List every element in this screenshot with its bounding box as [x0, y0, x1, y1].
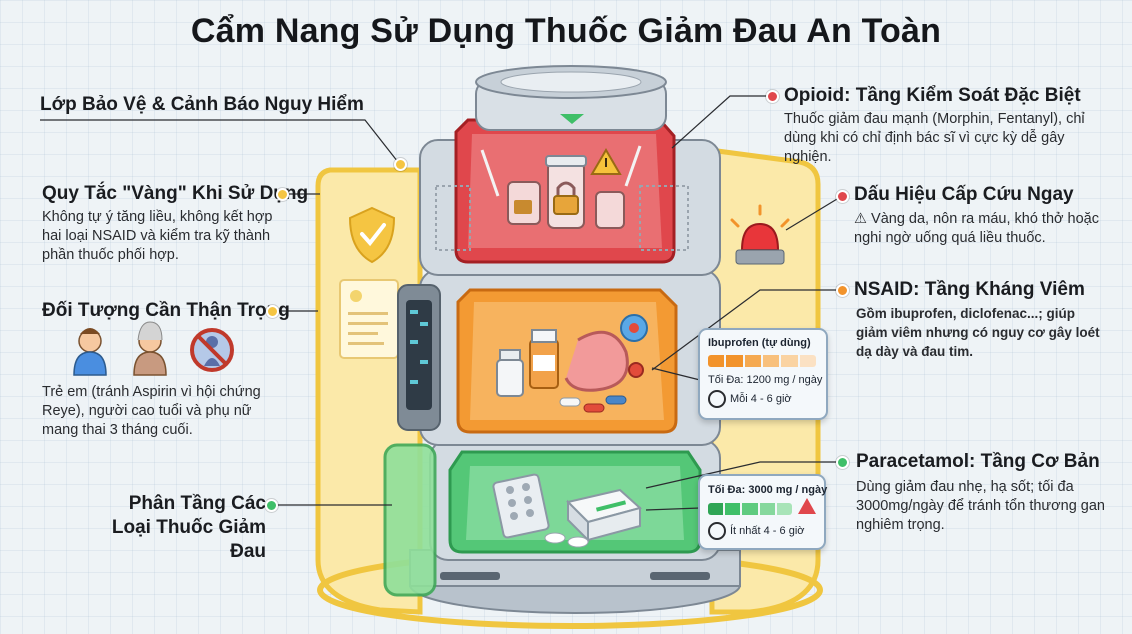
- checklist-document-icon: [339, 279, 399, 359]
- clock-icon: [708, 522, 726, 540]
- layers-dot: [265, 499, 278, 512]
- protection-dot: [394, 158, 407, 171]
- stomach-icon: [564, 330, 629, 392]
- paracetamol-level: [383, 439, 721, 597]
- nsaid-level: [397, 269, 721, 446]
- caution-dot: [266, 305, 279, 318]
- warning-icon: [798, 498, 816, 514]
- leader-nsaid: [651, 289, 840, 371]
- golden-rule-dot: [276, 188, 289, 201]
- leader-paracetamol: [645, 461, 842, 489]
- leader-opioid: [671, 95, 772, 149]
- paracetamol-dot: [836, 456, 849, 469]
- layers-label: Phân Tầng Các Loại Thuốc Giảm Đau: [111, 493, 266, 562]
- emergency-siren-icon: [730, 204, 790, 265]
- paracetamol-card: Tối Đa: 3000 mg / ngày Ít nhất 4 - 6 giờ: [698, 474, 828, 550]
- child-icon: [73, 328, 107, 376]
- medicine-box-icon: [566, 488, 643, 543]
- opioid-text: Thuốc giảm đau mạnh (Morphin, Fentanyl),…: [784, 111, 1085, 165]
- paracetamol-label: Paracetamol: Tầng Cơ Bản: [856, 451, 1100, 472]
- pill-blister-icon: [492, 473, 550, 539]
- pill-bottle-icon: [496, 329, 559, 397]
- emergency-text: ⚠ Vàng da, nôn ra máu, khó thở hoặc nghi…: [854, 211, 1099, 246]
- leader-protection: [40, 119, 399, 163]
- syringe-icon: [480, 149, 500, 197]
- caution-text: Trẻ em (tránh Aspirin vì hội chứng Reye)…: [42, 384, 261, 438]
- ibuprofen-interval: Mỗi 4 - 6 giờ: [730, 393, 792, 405]
- paracetamol-dose-bar: [708, 503, 792, 515]
- caution-label: Đối Tượng Cần Thận Trọng: [42, 300, 290, 321]
- opioid-level: [419, 118, 721, 276]
- locked-jar-icon: [507, 155, 625, 229]
- paracetamol-max: Tối Đa: 3000 mg / ngày: [708, 484, 828, 496]
- nsaid-text: Gồm ibuprofen, diclofenac...; giúp giảm …: [856, 306, 1100, 359]
- ibuprofen-card: Ibuprofen (tự dùng) Tối Đa: 1200 mg / ng…: [698, 328, 828, 420]
- clock-icon: [708, 390, 726, 408]
- opioid-dot: [766, 90, 779, 103]
- no-pregnancy-icon: [190, 328, 234, 372]
- paracetamol-interval: Ít nhất 4 - 6 giờ: [730, 525, 805, 537]
- leader-emergency: [785, 195, 843, 231]
- golden-rule-label: Quy Tắc "Vàng" Khi Sử Dụng: [42, 183, 309, 204]
- page-title: Cẩm Nang Sử Dụng Thuốc Giảm Đau An Toàn: [190, 12, 942, 50]
- emergency-dot: [836, 190, 849, 203]
- golden-rule-text: Không tự ý tăng liều, không kết hợp hai …: [42, 209, 273, 263]
- shield-check-icon: [348, 206, 396, 264]
- opioid-label: Opioid: Tầng Kiểm Soát Đặc Biệt: [784, 85, 1081, 106]
- ibuprofen-dose-bar: [708, 355, 816, 367]
- emergency-label: Dấu Hiệu Cấp Cứu Ngay: [854, 184, 1074, 205]
- paracetamol-text: Dùng giảm đau nhẹ, hạ sốt; tối đa 3000mg…: [856, 479, 1105, 533]
- protection-label: Lớp Bảo Vệ & Cảnh Báo Nguy Hiểm: [40, 94, 364, 115]
- elderly-icon: [133, 321, 167, 376]
- ibuprofen-max: Tối Đa: 1200 mg / ngày: [708, 374, 823, 386]
- leader-paracetamol-card: [645, 507, 701, 511]
- tower-top-cap: [475, 65, 667, 131]
- ibuprofen-card-name: Ibuprofen (tự dùng): [708, 337, 811, 349]
- leader-ibuprofen-card: [651, 367, 701, 381]
- nsaid-dot: [836, 284, 849, 297]
- nsaid-label: NSAID: Tầng Kháng Viêm: [854, 279, 1085, 300]
